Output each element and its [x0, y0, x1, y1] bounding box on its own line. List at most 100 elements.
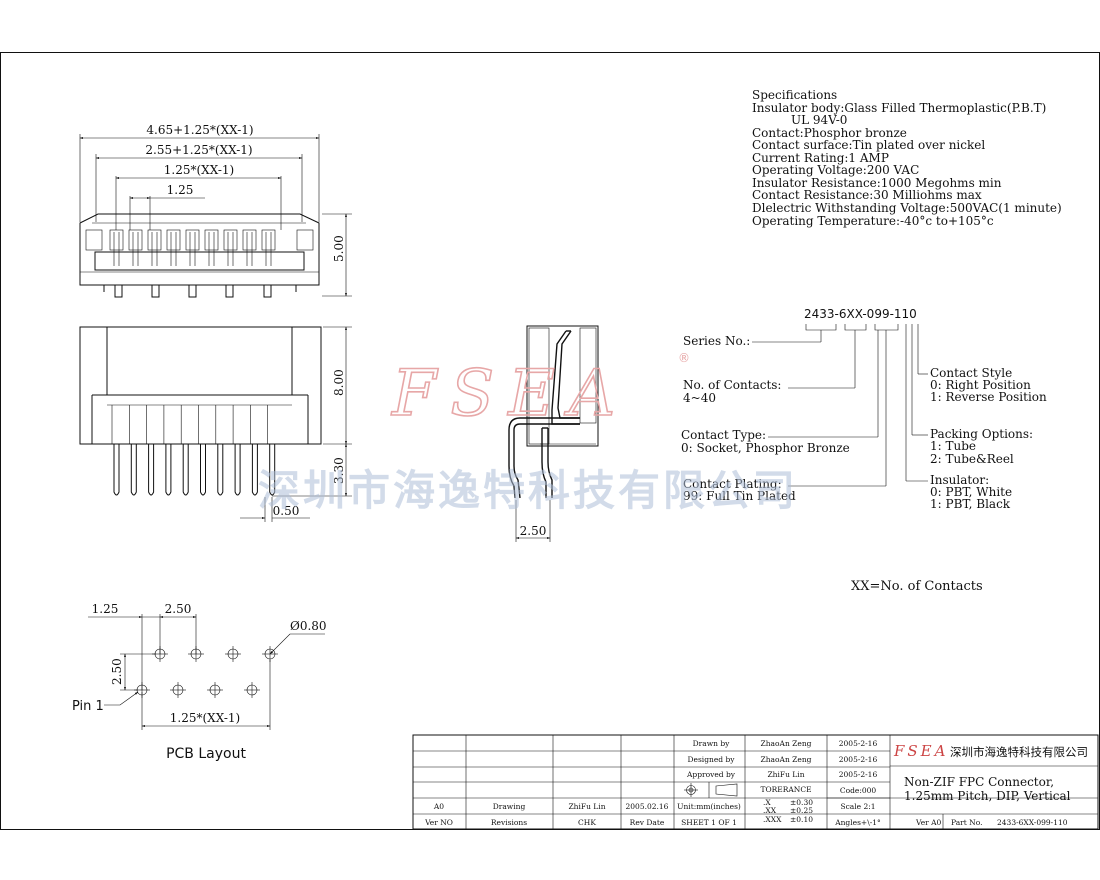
- dim-pin-width: 0.50: [273, 504, 300, 518]
- contact-type-label: Contact Type:: [681, 428, 766, 442]
- contact-slot: [147, 229, 162, 251]
- pin-lead: [251, 444, 258, 496]
- company-logo: FSEA: [893, 742, 948, 760]
- spec-line: Insulator body:Glass Filled Thermoplasti…: [752, 101, 1046, 115]
- packing-option: 1: Tube: [930, 439, 976, 453]
- front-view: 4.65+1.25*(XX-1) 2.55+1.25*(XX-1) 1.25*(…: [79, 123, 352, 298]
- pin-stub: [114, 284, 123, 298]
- drawing-version: Ver A0: [915, 818, 942, 827]
- pcb-dim-total: 1.25*(XX-1): [170, 711, 240, 725]
- dim-height: 5.00: [332, 235, 346, 262]
- tol-x-value: ±0.30: [790, 798, 813, 807]
- style-option: 1: Reverse Position: [930, 390, 1047, 404]
- product-title-line2: 1.25mm Pitch, DIP, Vertical: [904, 789, 1071, 803]
- dim-pin-length: 3.30: [332, 457, 346, 484]
- dim-pitch: 1.25: [167, 183, 194, 197]
- pin-lead: [217, 444, 224, 496]
- drawn-label: Drawn by: [693, 739, 731, 748]
- part-number-breakdown: 2433-6XX-099-110 Series No.: No. of Cont…: [681, 307, 1047, 594]
- approved-date: 2005-2-16: [839, 770, 878, 779]
- dim-side-width: 2.50: [520, 524, 547, 538]
- contact-slot: [261, 229, 276, 251]
- pin-stub: [188, 284, 197, 298]
- pin-stub: [263, 284, 272, 298]
- packing-option: 2: Tube&Reel: [930, 452, 1014, 466]
- contact-slot: [242, 229, 257, 251]
- tol-xx: .XX: [763, 806, 777, 815]
- tol-x: .X: [763, 798, 771, 807]
- contact-type-value: 0: Socket, Phosphor Bronze: [681, 441, 850, 455]
- drawn-name: ZhaoAn Zeng: [761, 739, 812, 748]
- revision-date: 2005.02.16: [626, 802, 669, 811]
- plating-value: 99: Full Tin Plated: [683, 489, 796, 503]
- pin-stub: [225, 284, 234, 298]
- contact-slot: [128, 229, 143, 251]
- drawing-code: Code:000: [840, 786, 877, 795]
- revision-checker: ZhiFu Lin: [568, 802, 605, 811]
- spec-line: UL 94V-0: [791, 113, 847, 127]
- watermark: FSEA ® 深圳市海逸特科技有限公司: [258, 351, 798, 515]
- designed-label: Designed by: [688, 755, 736, 764]
- tol-xx-value: ±0.25: [790, 806, 813, 815]
- spec-line: Operating Voltage:200 VAC: [752, 163, 919, 177]
- contacts-label: No. of Contacts:: [683, 378, 781, 392]
- pin-lead: [165, 444, 172, 496]
- style-option: 0: Right Position: [930, 378, 1031, 392]
- units: Unit:mm(inches): [677, 802, 741, 811]
- drawing-scale: Scale 2:1: [840, 802, 875, 811]
- spec-line: Contact surface:Tin plated over nickel: [752, 138, 985, 152]
- pin-lead: [234, 444, 241, 496]
- dim-body-length: 8.00: [332, 369, 346, 396]
- pin-lead: [200, 444, 206, 496]
- pin-lead: [148, 444, 155, 496]
- watermark-brand: FSEA: [391, 357, 629, 431]
- drawn-date: 2005-2-16: [839, 739, 878, 748]
- spec-line: Insulator Resistance:1000 Megohms min: [752, 176, 1002, 190]
- pin-lead: [130, 444, 137, 496]
- header-rev-date: Rev Date: [630, 818, 665, 827]
- pcb-layout-title: PCB Layout: [166, 746, 246, 762]
- spec-line: Contact Resistance:30 Milliohms max: [752, 188, 982, 202]
- plating-label: Contact Plating:: [683, 477, 782, 491]
- watermark-registered: ®: [678, 351, 690, 365]
- spec-line: Operating Temperature:-40°c to+105°c: [752, 214, 994, 228]
- tolerance-label: TORERANCE: [760, 785, 811, 794]
- revision-description: Drawing: [493, 802, 526, 811]
- spec-line: Dlelectric Withstanding Voltage:500VAC(1…: [752, 201, 1062, 215]
- pin-lead: [113, 444, 120, 496]
- pcb-dim-row: 2.50: [110, 658, 124, 685]
- designed-name: ZhaoAn Zeng: [761, 755, 812, 764]
- contact-slot: [223, 229, 238, 251]
- part-number-code: 2433-6XX-099-110: [804, 307, 917, 321]
- approved-name: ZhiFu Lin: [767, 770, 804, 779]
- angle-tolerance: Angles+\-1°: [834, 818, 881, 827]
- part-number: 2433-6XX-099-110: [997, 818, 1068, 827]
- spec-line: Contact:Phosphor bronze: [752, 126, 907, 140]
- sheet-number: SHEET 1 OF 1: [681, 818, 737, 827]
- dim-overall-width: 4.65+1.25*(XX-1): [146, 123, 253, 137]
- contact-slot: [166, 229, 181, 251]
- watermark-company: 深圳市海逸特科技有限公司: [258, 466, 798, 515]
- contact-slot: [109, 229, 124, 251]
- spec-line: Current Rating:1 AMP: [752, 151, 889, 165]
- contact-slot: [204, 229, 219, 251]
- pcb-dim-hole: Ø0.80: [290, 619, 327, 633]
- pcb-dim-offset: 1.25: [92, 602, 119, 616]
- projection-symbol-icon: [684, 783, 738, 797]
- pin-lead: [182, 444, 189, 496]
- revision-version: A0: [433, 802, 444, 811]
- header-revisions: Revisions: [491, 818, 527, 827]
- company-name: 深圳市海逸特科技有限公司: [950, 745, 1088, 759]
- part-label: Part No.: [951, 818, 983, 827]
- contact-slot: [185, 229, 200, 251]
- contacts-range: 4~40: [683, 391, 716, 405]
- series-label: Series No.:: [683, 334, 750, 348]
- side-view: 2.50: [508, 325, 599, 542]
- packing-label: Packing Options:: [930, 427, 1033, 441]
- specifications: Specifications Insulator body:Glass Fill…: [752, 88, 1062, 228]
- contacts-note: XX=No. of Contacts: [851, 579, 983, 594]
- header-ver-no: Ver NO: [424, 818, 453, 827]
- tol-xxx-value: ±0.10: [790, 815, 813, 824]
- insulator-option: 0: PBT, White: [930, 485, 1012, 499]
